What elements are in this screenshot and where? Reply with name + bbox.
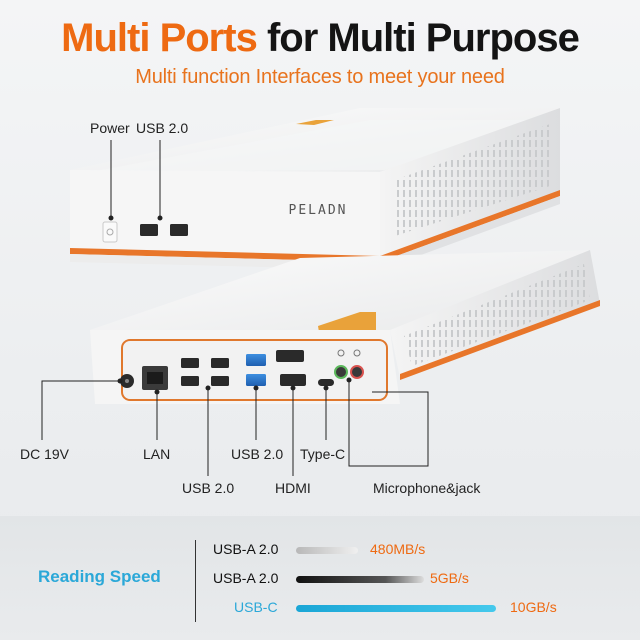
- front-usb-port-1: [140, 224, 158, 236]
- rear-device: [90, 250, 600, 404]
- page-subtitle: Multi function Interfaces to meet your n…: [135, 66, 505, 88]
- speed-row-value-1: 480MB/s: [370, 541, 426, 557]
- mini-pc-illustration: PELADN: [41, 108, 600, 476]
- label-usb-rear-1: USB 2.0: [182, 480, 235, 496]
- title-accent: Multi Ports: [61, 16, 258, 60]
- speed-row-value-3: 10GB/s: [510, 599, 557, 615]
- front-usb-port-2: [170, 224, 188, 236]
- label-mic: Microphone&jack: [373, 480, 481, 496]
- speed-row-value-2: 5GB/s: [430, 570, 469, 586]
- speed-bar-3: [296, 605, 496, 612]
- speed-bar-1: [296, 547, 358, 554]
- label-usb-front: USB 2.0: [136, 120, 189, 136]
- label-type-c: Type-C: [300, 446, 346, 462]
- title-rest: for Multi Purpose: [266, 16, 580, 60]
- callout-lines: [41, 140, 429, 476]
- label-lan: LAN: [143, 446, 171, 462]
- speed-row-name-1: USB-A 2.0: [213, 541, 279, 557]
- speed-row-name-2: USB-A 2.0: [213, 570, 279, 586]
- power-button-graphic: [102, 221, 118, 243]
- speed-bar-2: [296, 576, 424, 583]
- speed-row-name-3: USB-C: [234, 599, 278, 615]
- reading-speed-heading: Reading Speed: [38, 567, 161, 586]
- label-usb-rear-2: USB 2.0: [231, 446, 284, 462]
- front-device: PELADN: [70, 108, 560, 270]
- label-dc: DC 19V: [20, 446, 70, 462]
- brand-logo: PELADN: [289, 203, 348, 218]
- label-hdmi: HDMI: [275, 480, 311, 496]
- speed-divider: [195, 540, 196, 622]
- label-power: Power: [90, 120, 130, 136]
- page-title: Multi Ports for Multi Purpose: [0, 14, 640, 62]
